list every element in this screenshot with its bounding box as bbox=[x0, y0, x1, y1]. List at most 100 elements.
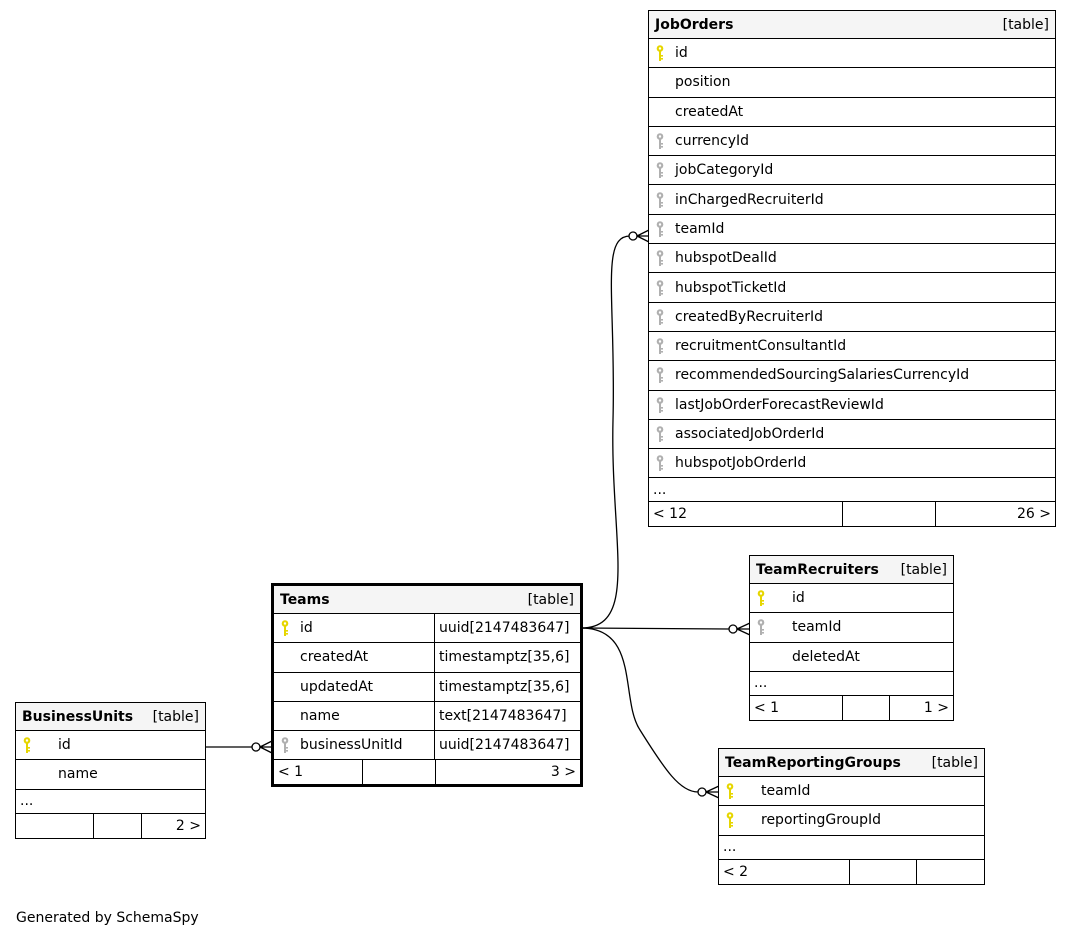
column-name: inChargedRecruiterId bbox=[675, 191, 824, 208]
column-type: uuid[2147483647] bbox=[434, 614, 580, 643]
column-name: name bbox=[300, 708, 340, 725]
column-name: lastJobOrderForecastReviewId bbox=[675, 396, 884, 413]
column-row[interactable]: hubspotJobOrderId bbox=[649, 449, 1055, 479]
table-footer: < 12 26 > bbox=[649, 502, 1055, 527]
more-columns: ... bbox=[649, 478, 1055, 503]
table-teamrecruiters[interactable]: TeamRecruiters [table] id teamId deletedAt… bbox=[749, 555, 954, 721]
table-name: Teams bbox=[280, 591, 330, 608]
column-name: teamId bbox=[792, 619, 842, 636]
foreign-key-icon bbox=[649, 161, 671, 179]
edge-teams-zero bbox=[251, 742, 261, 752]
column-row[interactable]: createdAt timestamptz[35,6] bbox=[274, 643, 580, 673]
column-name: associatedJobOrderId bbox=[675, 426, 825, 442]
edge-joborders-zero bbox=[628, 231, 638, 241]
table-name: BusinessUnits bbox=[22, 708, 134, 725]
column-row[interactable]: name bbox=[16, 760, 205, 790]
column-row[interactable]: name text[2147483647] bbox=[274, 701, 580, 732]
children-count[interactable]: 1 > bbox=[923, 699, 949, 716]
column-list: id teamId deletedAt bbox=[750, 584, 953, 672]
parents-count[interactable]: < 1 bbox=[274, 760, 363, 785]
column-row[interactable]: currencyId bbox=[649, 127, 1055, 157]
foreign-key-icon bbox=[649, 191, 671, 209]
parents-count[interactable] bbox=[16, 813, 94, 838]
rows-count bbox=[94, 813, 142, 838]
table-header: TeamRecruiters [table] bbox=[750, 556, 953, 584]
column-row[interactable]: inChargedRecruiterId bbox=[649, 185, 1055, 215]
table-type: [table] bbox=[152, 708, 199, 725]
column-row[interactable]: associatedJobOrderId bbox=[649, 420, 1055, 450]
column-row[interactable]: jobCategoryId bbox=[649, 156, 1055, 186]
column-name: id bbox=[675, 45, 688, 62]
primary-key-icon bbox=[649, 44, 671, 62]
column-row[interactable]: id bbox=[16, 731, 205, 761]
foreign-key-icon bbox=[649, 308, 671, 326]
column-row[interactable]: reportingGroupId bbox=[719, 806, 984, 836]
children-count[interactable]: 26 > bbox=[1017, 506, 1051, 523]
table-footer: 2 > bbox=[16, 813, 205, 838]
column-list: id position createdAt currencyId jobCategory… bbox=[649, 39, 1055, 479]
column-name: hubspotTicketId bbox=[675, 279, 787, 296]
foreign-key-icon bbox=[649, 337, 671, 355]
table-footer: < 2 bbox=[719, 859, 984, 884]
column-row[interactable]: lastJobOrderForecastReviewId bbox=[649, 391, 1055, 420]
foreign-key-icon bbox=[649, 425, 671, 443]
column-row[interactable]: createdByRecruiterId bbox=[649, 303, 1055, 332]
children-count[interactable]: 2 > bbox=[175, 817, 201, 834]
table-teamreportinggroups[interactable]: TeamReportingGroups [table] teamId report… bbox=[718, 748, 985, 885]
table-header: TeamReportingGroups [table] bbox=[719, 749, 984, 777]
column-list: id uuid[2147483647] createdAt timestamptz[3… bbox=[274, 614, 580, 761]
column-row[interactable]: teamId bbox=[719, 777, 984, 807]
column-name: hubspotDealId bbox=[675, 250, 777, 267]
column-type: timestamptz[35,6] bbox=[434, 643, 580, 672]
column-row[interactable]: teamId bbox=[750, 613, 953, 643]
column-name: teamId bbox=[761, 783, 811, 800]
column-name: hubspotJobOrderId bbox=[675, 455, 807, 472]
more-columns: ... bbox=[16, 790, 205, 814]
table-header: BusinessUnits [table] bbox=[16, 703, 205, 731]
column-name: jobCategoryId bbox=[675, 162, 774, 179]
column-name: teamId bbox=[675, 220, 725, 237]
children-count[interactable] bbox=[917, 860, 984, 884]
children-count[interactable]: 3 > bbox=[550, 764, 576, 781]
column-row[interactable]: hubspotTicketId bbox=[649, 273, 1055, 303]
column-row[interactable]: recruitmentConsultantId bbox=[649, 332, 1055, 362]
foreign-key-icon bbox=[649, 220, 671, 238]
column-name: createdAt bbox=[300, 649, 369, 666]
primary-key-icon bbox=[274, 619, 296, 637]
parents-count[interactable]: < 1 bbox=[750, 695, 843, 720]
table-header: Teams [table] bbox=[274, 586, 580, 614]
rows-count bbox=[363, 760, 436, 785]
column-type: text[2147483647] bbox=[434, 701, 580, 731]
table-name: TeamRecruiters bbox=[756, 561, 879, 578]
column-row[interactable]: id bbox=[649, 39, 1055, 69]
table-type: [table] bbox=[1002, 16, 1049, 33]
column-row[interactable]: recommendedSourcingSalariesCurrencyId bbox=[649, 361, 1055, 391]
column-row[interactable]: createdAt bbox=[649, 98, 1055, 127]
foreign-key-icon bbox=[274, 736, 296, 754]
parents-count[interactable]: < 2 bbox=[719, 859, 850, 884]
table-footer: < 1 3 > bbox=[274, 760, 580, 785]
column-row[interactable]: hubspotDealId bbox=[649, 244, 1055, 274]
primary-key-icon bbox=[750, 589, 772, 607]
column-row[interactable]: teamId bbox=[649, 215, 1055, 245]
primary-key-icon bbox=[719, 782, 741, 800]
column-name: id bbox=[300, 620, 313, 637]
column-row[interactable]: deletedAt bbox=[750, 643, 953, 672]
column-row[interactable]: position bbox=[649, 68, 1055, 98]
column-name: position bbox=[675, 74, 731, 91]
column-row[interactable]: id uuid[2147483647] bbox=[274, 614, 580, 644]
foreign-key-icon bbox=[649, 132, 671, 150]
primary-key-icon bbox=[16, 736, 38, 754]
column-name: currencyId bbox=[675, 133, 750, 150]
column-row[interactable]: id bbox=[750, 584, 953, 614]
more-columns: ... bbox=[719, 836, 984, 860]
parents-count[interactable]: < 12 bbox=[649, 502, 843, 527]
column-name: createdByRecruiterId bbox=[675, 308, 824, 325]
edge-teams-teamrecruiters bbox=[580, 627, 730, 630]
